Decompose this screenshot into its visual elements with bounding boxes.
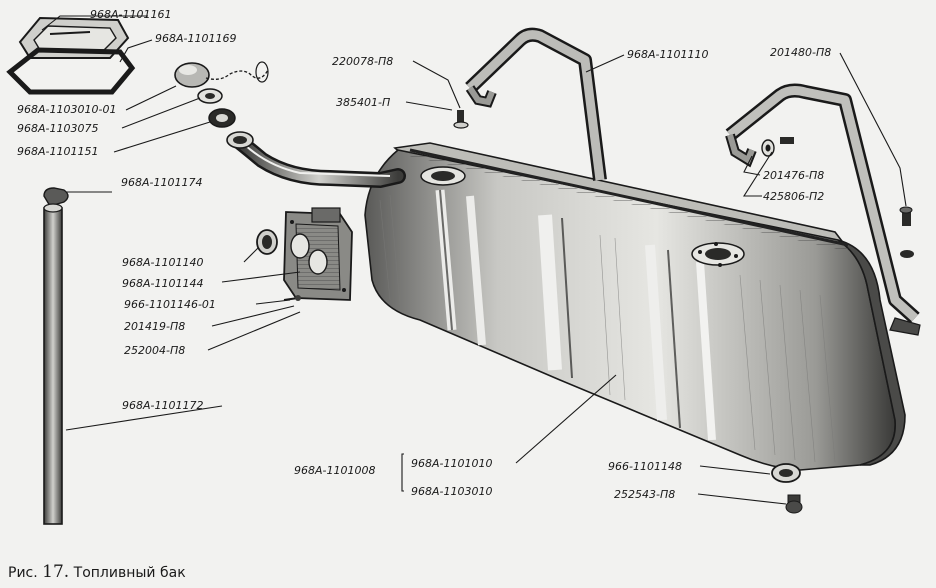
callout-label: 425806-П2 [763, 190, 824, 203]
caption-prefix: Рис. [8, 565, 38, 581]
callout-label: 385401-П [336, 96, 390, 109]
callout-label: 968А-1101169 [155, 32, 236, 45]
tank-strap-front [465, 27, 607, 181]
strap-lower-bolt [899, 206, 914, 258]
tank-strap-rear [725, 83, 921, 336]
leader-lines [41, 15, 907, 505]
callout-label: 201476-П8 [763, 169, 824, 182]
figure-caption: Рис. 17. Топливный бак [8, 562, 186, 582]
callout-label: 968А-1101144 [122, 277, 203, 290]
callout-label: 968А-1103010 [411, 485, 492, 498]
callout-labels: 968А-1101161 968А-1101169 968А-1103010-0… [17, 8, 831, 501]
callout-label: 966-1101146-01 [124, 298, 216, 311]
vent-tube [43, 203, 63, 525]
hose-clamp [43, 187, 69, 207]
callout-label: 968А-1101161 [90, 8, 171, 21]
filler-pipe [226, 131, 406, 189]
callout-label: 968А-1103010-01 [17, 103, 116, 116]
filler-gasket [6, 47, 136, 95]
filler-cap [174, 61, 269, 88]
callout-label: 201419-П8 [124, 320, 185, 333]
callout-label: 201480-П8 [770, 46, 831, 59]
callout-label: 968А-1101172 [122, 399, 203, 412]
callout-label: 968А-1101174 [121, 176, 202, 189]
callout-label: 252004-П8 [124, 344, 185, 357]
callout-label: 968А-1103075 [17, 122, 98, 135]
strap-bolt-rear [761, 137, 794, 157]
callout-label: 968А-1101151 [17, 145, 98, 158]
caption-title: Топливный бак [73, 565, 186, 581]
sender-flange [283, 207, 353, 301]
callout-label: 968А-1101110 [627, 48, 708, 61]
drain-washer [771, 463, 801, 483]
drain-plug [785, 494, 803, 514]
callout-label: 968А-1101010 [411, 457, 492, 470]
callout-label: 968А-1101008 [294, 464, 375, 477]
cap-gasket [197, 88, 223, 104]
callout-label: 220078-П8 [332, 55, 393, 68]
callout-label: 968А-1101140 [122, 256, 203, 269]
strap-bolt [453, 110, 469, 129]
sender-hose-clamp [256, 229, 278, 255]
fuel-tank [364, 142, 906, 471]
callout-label: 252543-П8 [614, 488, 675, 501]
filler-neck-ring [208, 108, 236, 128]
caption-number: 17. [42, 562, 70, 582]
callout-label: 966-1101148 [608, 460, 682, 473]
sender-screw [283, 295, 301, 301]
